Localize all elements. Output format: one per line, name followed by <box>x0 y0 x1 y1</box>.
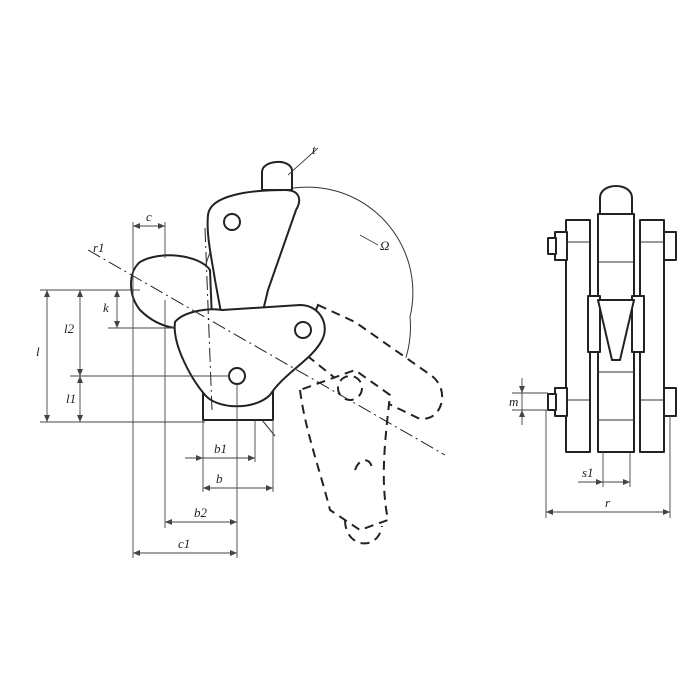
label-r1: r1 <box>93 240 105 255</box>
front-spindle-tip <box>599 185 633 221</box>
label-s1: s1 <box>582 465 594 480</box>
label-omega: Ω <box>380 238 389 253</box>
label-m: m <box>509 394 518 409</box>
label-b2: b2 <box>194 505 208 520</box>
label-b: b <box>216 471 223 486</box>
handle-lever <box>206 189 301 319</box>
upper-pivot-pin <box>223 213 241 231</box>
label-r: r <box>605 495 611 510</box>
lower-pivot-pin <box>228 367 246 385</box>
side-view: t Ω r1 c l l2 l1 <box>36 142 446 558</box>
front-left-plate <box>565 219 591 453</box>
label-b1: b1 <box>214 441 227 456</box>
label-l1: l1 <box>66 391 76 406</box>
label-t: t <box>312 142 316 157</box>
label-l: l <box>36 344 40 359</box>
body-link-plate <box>173 304 326 408</box>
link-pivot-pin <box>294 321 312 339</box>
label-c1: c1 <box>178 536 190 551</box>
label-l2: l2 <box>64 321 75 336</box>
label-c: c <box>146 209 152 224</box>
spindle-tip <box>261 161 293 191</box>
front-view: m s1 r <box>509 185 677 518</box>
label-k: k <box>103 300 109 315</box>
